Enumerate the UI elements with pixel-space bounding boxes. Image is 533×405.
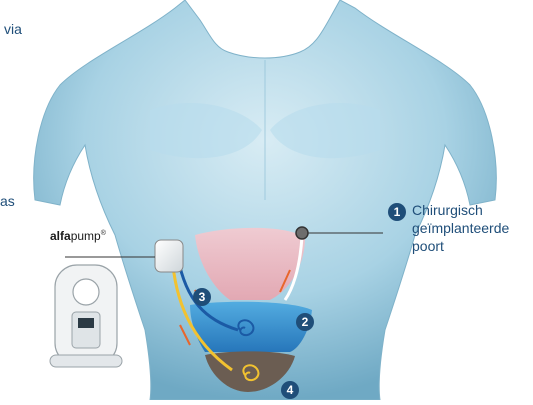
callout-text: Chirurgisch geïmplanteerde poort	[412, 201, 509, 255]
badge-2: 2	[296, 313, 314, 331]
svg-text:3: 3	[199, 290, 206, 304]
callout-line: geïmplanteerde	[412, 219, 509, 237]
left-text-fragment-top: via	[4, 21, 22, 37]
badge-4: 4	[281, 381, 299, 399]
callout-line: poort	[412, 237, 509, 255]
registered-mark: ®	[101, 230, 106, 237]
brand-rest: pump	[71, 229, 101, 243]
svg-text:2: 2	[302, 315, 309, 329]
charger-device	[50, 265, 122, 367]
badge-1: 1	[388, 203, 406, 221]
implanted-port	[296, 227, 308, 239]
svg-text:4: 4	[287, 383, 294, 397]
ascites-fluid	[190, 302, 312, 352]
alfapump-label: alfapump®	[50, 229, 106, 243]
left-text-fragment-middle: as	[0, 193, 15, 209]
brand-bold: alfa	[50, 229, 71, 243]
callout-line: Chirurgisch	[412, 201, 509, 219]
badge-3: 3	[193, 288, 211, 306]
implanted-pump	[155, 240, 183, 272]
